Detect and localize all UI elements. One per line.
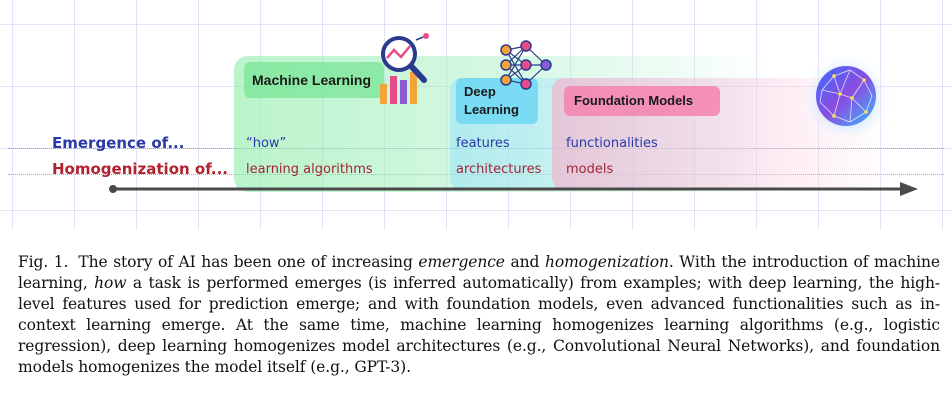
machine-learning-label: Machine Learning	[244, 62, 384, 98]
homogenization-dl-cell: architectures	[456, 162, 542, 177]
figure-illustration: Machine Learning Deep Learning Foundatio…	[0, 0, 952, 230]
emergence-ml-cell: “how”	[246, 136, 287, 151]
timeline-arrow	[109, 182, 918, 196]
deep-learning-label-line1: Deep	[464, 84, 496, 99]
caption-text-3: a task is performed emerges (is inferred…	[18, 274, 940, 376]
deep-learning-label-line2: Learning	[464, 102, 519, 117]
magnifier-bar-chart-icon	[380, 33, 429, 104]
emergence-fm-cell: functionalities	[566, 136, 658, 151]
homogenization-fm-cell: models	[566, 162, 614, 177]
homogenization-row-header: Homogenization of...	[52, 160, 229, 178]
glowing-sphere-icon	[800, 52, 892, 144]
homogenization-ml-cell: learning algorithms	[246, 162, 373, 177]
caption-emphasis-how: how	[94, 274, 127, 292]
caption-emphasis-homogenization: homogenization	[544, 253, 669, 271]
figure-number: Fig. 1.	[18, 253, 69, 271]
foundation-models-label: Foundation Models	[564, 86, 720, 116]
caption-emphasis-emergence: emergence	[418, 253, 505, 271]
caption-text-2: . With the introduction of machine learn…	[18, 253, 940, 292]
emergence-dl-cell: features	[456, 136, 510, 151]
neural-network-icon	[500, 40, 552, 90]
figure-caption: Fig. 1. The story of AI has been one of i…	[18, 252, 940, 378]
caption-text-1: The story of AI has been one of increasi…	[78, 253, 419, 271]
emergence-row-header: Emergence of...	[52, 134, 185, 152]
caption-text-and: and	[504, 253, 545, 271]
